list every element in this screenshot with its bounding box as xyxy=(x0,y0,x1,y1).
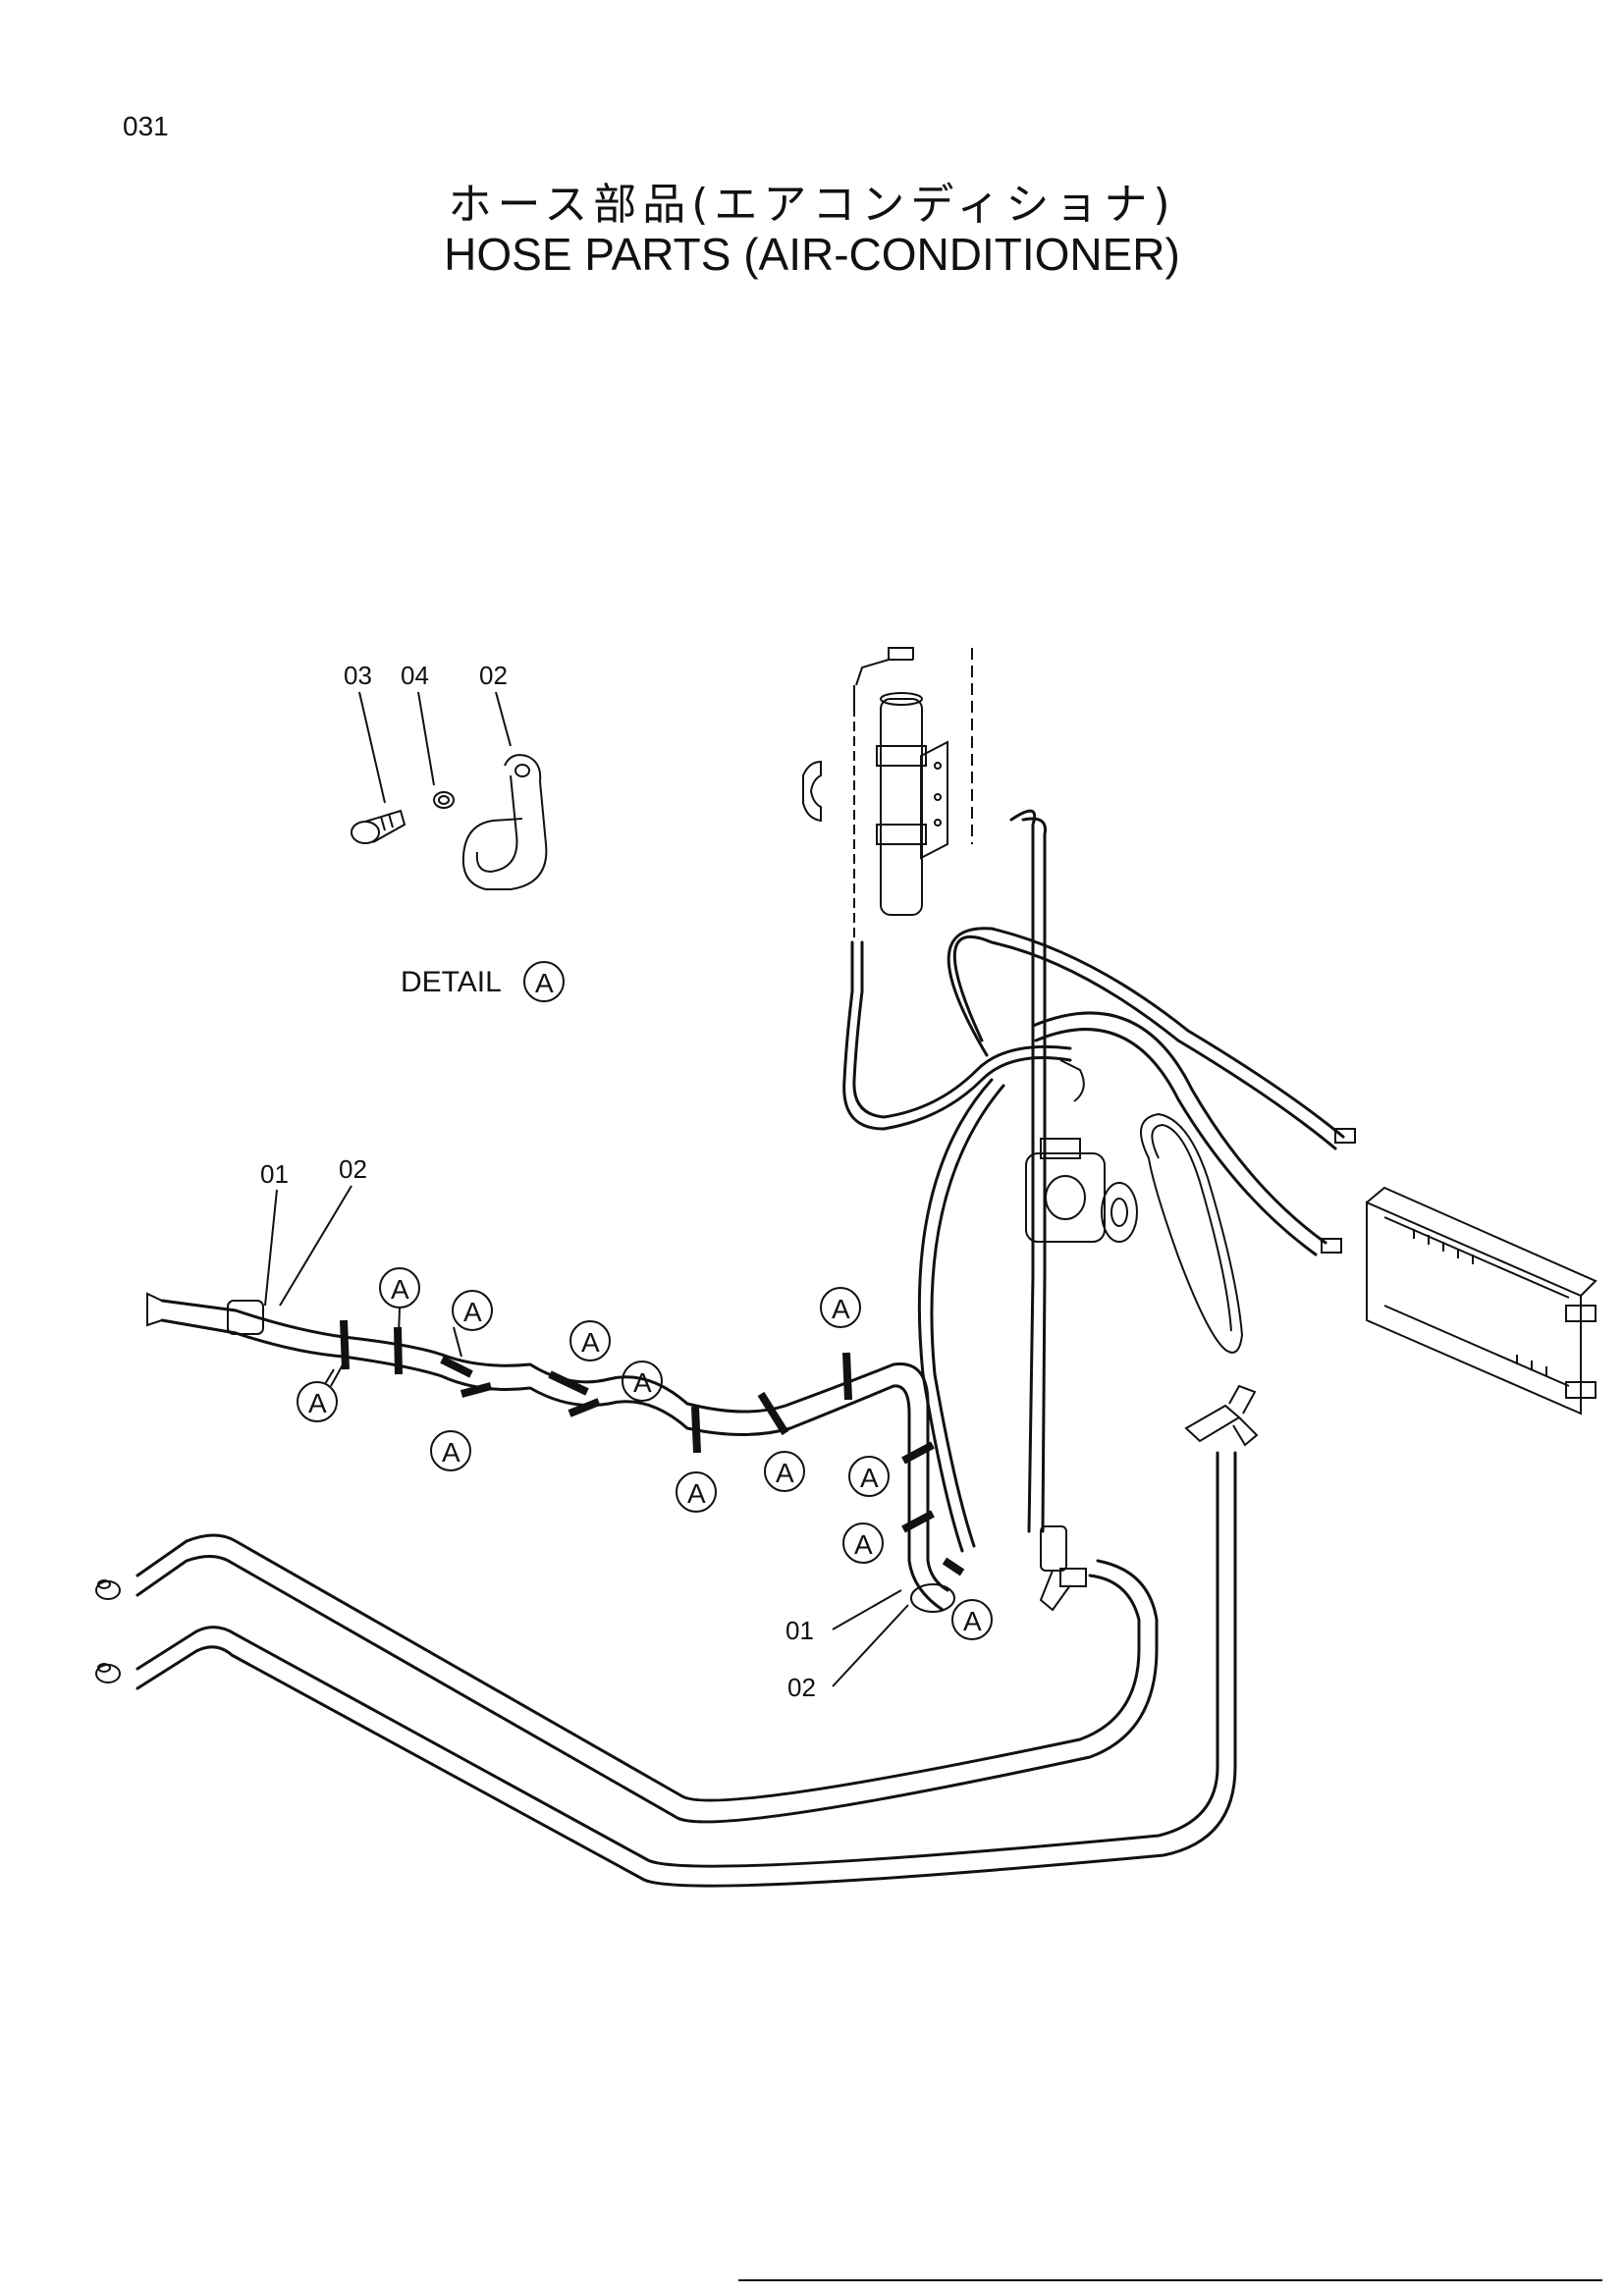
detail-a-group: 03 04 02 DETAIL A xyxy=(344,661,565,1002)
bolt-icon xyxy=(351,809,406,844)
callout-a: A xyxy=(842,1522,884,1564)
duct-assembly xyxy=(146,1292,955,1613)
drain-valve-icon xyxy=(1039,1525,1087,1612)
detail-part-label-02: 02 xyxy=(479,661,508,690)
callout-a: A xyxy=(764,1451,805,1492)
hose-clamp-icon xyxy=(95,1579,121,1683)
clamp-icon xyxy=(461,754,548,890)
detail-marker-letter: A xyxy=(535,968,554,998)
leader-line xyxy=(264,1189,278,1307)
svg-text:A: A xyxy=(308,1388,327,1418)
leader-line xyxy=(330,1359,347,1387)
detail-part-label-04: 04 xyxy=(401,661,429,690)
callout-a: A xyxy=(297,1381,338,1422)
detail-label: DETAIL xyxy=(401,966,502,998)
callout-a: A xyxy=(820,1287,861,1328)
receiver-drier xyxy=(853,647,973,942)
callout-a: A xyxy=(452,1290,493,1331)
svg-text:A: A xyxy=(581,1327,600,1358)
leader-line xyxy=(832,1589,902,1630)
compressor xyxy=(1025,1138,1138,1243)
page-number: 031 xyxy=(123,111,169,141)
leader-line xyxy=(495,691,512,747)
lock-washer-icon xyxy=(433,791,455,809)
detail-marker-circle xyxy=(523,961,565,1002)
svg-text:A: A xyxy=(963,1606,982,1636)
drain-hoses xyxy=(95,1384,1259,1888)
drive-belt xyxy=(1140,1112,1244,1354)
page-title-english: HOSE PARTS (AIR-CONDITIONER) xyxy=(444,229,1180,280)
leader-line xyxy=(324,1368,335,1385)
callout-label-02: 02 xyxy=(339,1154,367,1184)
page-title-japanese: ホース部品(エアコンディショナ) xyxy=(448,180,1176,230)
svg-text:A: A xyxy=(463,1297,482,1327)
callout-label-01: 01 xyxy=(260,1159,289,1189)
svg-text:A: A xyxy=(832,1294,850,1324)
callout-a: A xyxy=(951,1599,993,1640)
drain-valve-icon xyxy=(1184,1384,1259,1447)
callout-label-02-lower: 02 xyxy=(787,1673,816,1702)
svg-text:A: A xyxy=(687,1478,706,1509)
clamp-markers xyxy=(340,1319,965,1576)
svg-text:A: A xyxy=(442,1437,460,1468)
svg-text:A: A xyxy=(633,1367,652,1398)
leader-line xyxy=(832,1604,909,1687)
callout-a: A xyxy=(430,1430,471,1471)
detail-part-label-03: 03 xyxy=(344,661,372,690)
svg-text:A: A xyxy=(391,1274,409,1305)
clamp-callout-circles: A A A A A A A A A A A A xyxy=(297,1267,993,1640)
callout-a: A xyxy=(622,1361,663,1402)
callout-a: A xyxy=(569,1320,611,1362)
callout-a: A xyxy=(676,1471,717,1513)
refrigerant-hoses xyxy=(842,809,1356,1553)
leader-line xyxy=(398,1307,401,1336)
leader-line xyxy=(453,1326,462,1358)
callout-a: A xyxy=(848,1456,890,1497)
condenser xyxy=(1366,1186,1597,1415)
callout-a: A xyxy=(379,1267,420,1308)
leader-line xyxy=(279,1185,352,1307)
bracket-icon xyxy=(802,760,822,823)
belt-inner xyxy=(1151,1123,1232,1332)
svg-text:A: A xyxy=(854,1529,873,1560)
leader-line xyxy=(358,691,386,804)
callout-label-01-lower: 01 xyxy=(785,1616,814,1645)
svg-text:A: A xyxy=(776,1458,794,1488)
svg-text:A: A xyxy=(860,1463,879,1493)
leader-line xyxy=(417,691,435,786)
footer-rule xyxy=(738,2279,1602,2281)
